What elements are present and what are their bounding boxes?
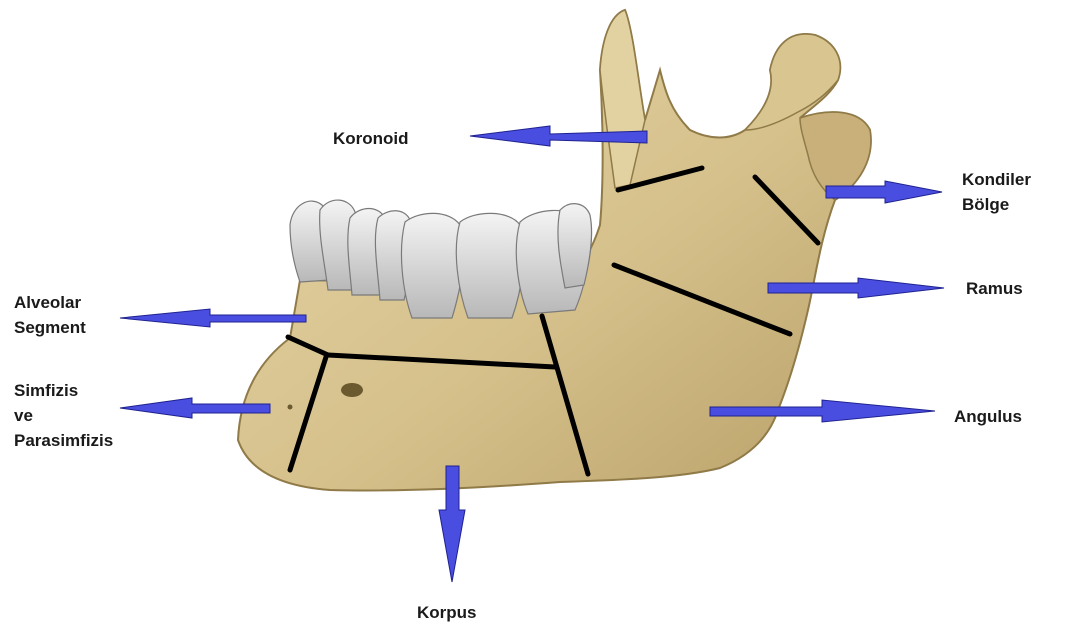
tooth [558,204,592,288]
alveolar-label: Alveolar Segment [14,290,86,340]
alveolar-label-line-2: Segment [14,315,86,340]
alveolar-arrow [120,309,306,327]
mental-foramen [341,383,363,397]
kondiler-label-line-1: Kondiler [962,167,1031,192]
alveolar-label-line-1: Alveolar [14,290,86,315]
tooth [401,213,463,318]
korpus-label: Korpus [417,600,477,625]
ramus-label-text: Ramus [966,276,1023,301]
koronoid-label-text: Koronoid [333,126,409,151]
nutrient-foramen [288,405,293,410]
simfizis-label: Simfizis ve Parasimfizis [14,378,113,453]
koronoid-label: Koronoid [333,126,409,151]
kondiler-label-line-2: Bölge [962,192,1031,217]
simfizis-label-line-1: Simfizis [14,378,113,403]
angulus-label: Angulus [954,404,1022,429]
simfizis-label-line-3: Parasimfizis [14,428,113,453]
kondiler-label: Kondiler Bölge [962,167,1031,217]
korpus-label-text: Korpus [417,600,477,625]
ramus-label: Ramus [966,276,1023,301]
tooth [456,213,523,318]
angulus-label-text: Angulus [954,404,1022,429]
simfizis-label-line-2: ve [14,403,113,428]
